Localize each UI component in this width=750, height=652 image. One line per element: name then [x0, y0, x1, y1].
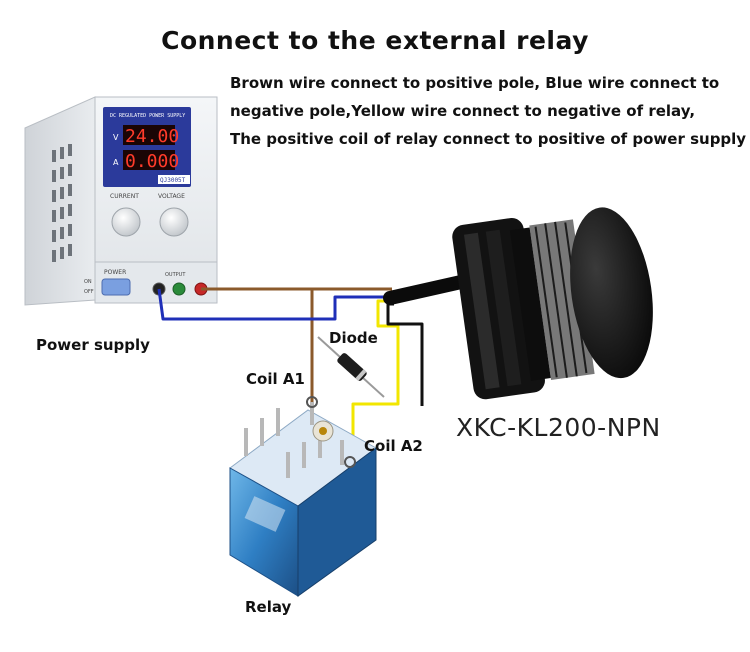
- label-coil-a1: Coil A1: [246, 370, 305, 388]
- label-coil-a2: Coil A2: [364, 437, 423, 455]
- power-supply: DC REGULATED POWER SUPPLY 24.00 V 0.000 …: [24, 96, 218, 306]
- psu-voltage-label: VOLTAGE: [158, 193, 185, 200]
- label-power-supply: Power supply: [36, 336, 150, 354]
- description-line-3: The positive coil of relay connect to po…: [230, 130, 747, 148]
- power-button[interactable]: [101, 278, 131, 296]
- sensor-face: [570, 207, 653, 379]
- psu-output-label: OUTPUT: [165, 272, 186, 278]
- diode: [317, 336, 385, 398]
- diagram-title: Connect to the external relay: [161, 26, 589, 55]
- description-line-2: negative pole,Yellow wire connect to neg…: [230, 102, 696, 120]
- black-wire: [386, 302, 424, 406]
- relay: [229, 396, 377, 597]
- wires: [157, 273, 477, 462]
- psu-current-display: 0.000: [125, 151, 179, 172]
- psu-model: QJ3005T: [160, 177, 186, 184]
- psu-on-label: ON: [84, 279, 92, 285]
- psu-current-unit: A: [113, 158, 119, 167]
- ground-terminal[interactable]: [172, 282, 186, 296]
- psu-current-label: CURRENT: [110, 193, 139, 200]
- blue-wire: [157, 288, 392, 321]
- label-diode: Diode: [329, 329, 378, 347]
- current-knob[interactable]: [111, 207, 141, 237]
- psu-off-label: OFF: [84, 289, 94, 295]
- psu-power-label: POWER: [104, 269, 126, 276]
- sensor-model-label: XKC-KL200-NPN: [456, 413, 661, 442]
- psu-brand-text: DC REGULATED POWER SUPPLY: [110, 113, 185, 119]
- label-relay: Relay: [245, 598, 292, 616]
- description-line-1: Brown wire connect to positive pole, Blu…: [230, 74, 720, 92]
- coil-a2-terminal[interactable]: [344, 456, 356, 468]
- coil-a1-terminal[interactable]: [306, 396, 318, 408]
- psu-vent-slots: [52, 144, 72, 262]
- psu-voltage-display: 24.00: [125, 126, 179, 147]
- sensor-cable: [383, 273, 477, 305]
- yellow-wire: [351, 299, 400, 462]
- voltage-knob[interactable]: [159, 207, 189, 237]
- psu-voltage-unit: V: [113, 133, 119, 142]
- sensor: [452, 207, 653, 400]
